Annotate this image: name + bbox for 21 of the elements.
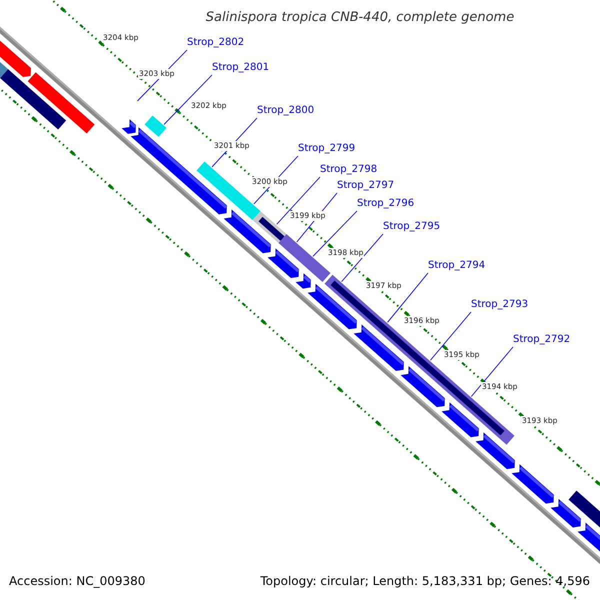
map-title: Salinispora tropica CNB-440, complete genome	[204, 11, 516, 24]
gene-label: Strop_2796	[357, 199, 414, 209]
leader-line	[387, 272, 428, 323]
gene-label: Strop_2800	[257, 106, 314, 116]
leader-line	[164, 74, 212, 125]
gene-label: Strop_2798	[320, 165, 378, 175]
gene-label: Strop_2802	[187, 38, 244, 48]
gene-label: Strop_2795	[383, 222, 440, 232]
gene-label: Strop_2799	[298, 144, 356, 154]
gene-label: Strop_2797	[337, 181, 394, 191]
footer-text: Accession: NC_009380	[9, 575, 146, 587]
gene-label: Strop_2801	[212, 63, 270, 73]
gene-label: Strop_2793	[471, 300, 528, 310]
gene-label: Strop_2792	[513, 335, 570, 345]
leader-line	[312, 210, 358, 257]
leader-line	[341, 234, 384, 282]
leader-line	[430, 312, 472, 361]
leader-line	[470, 346, 514, 397]
footer-text: Topology: circular; Length: 5,183,331 bp; Genes: 4,596	[260, 575, 590, 587]
gene-label: Strop_2794	[428, 261, 486, 271]
leader-line	[276, 176, 320, 225]
